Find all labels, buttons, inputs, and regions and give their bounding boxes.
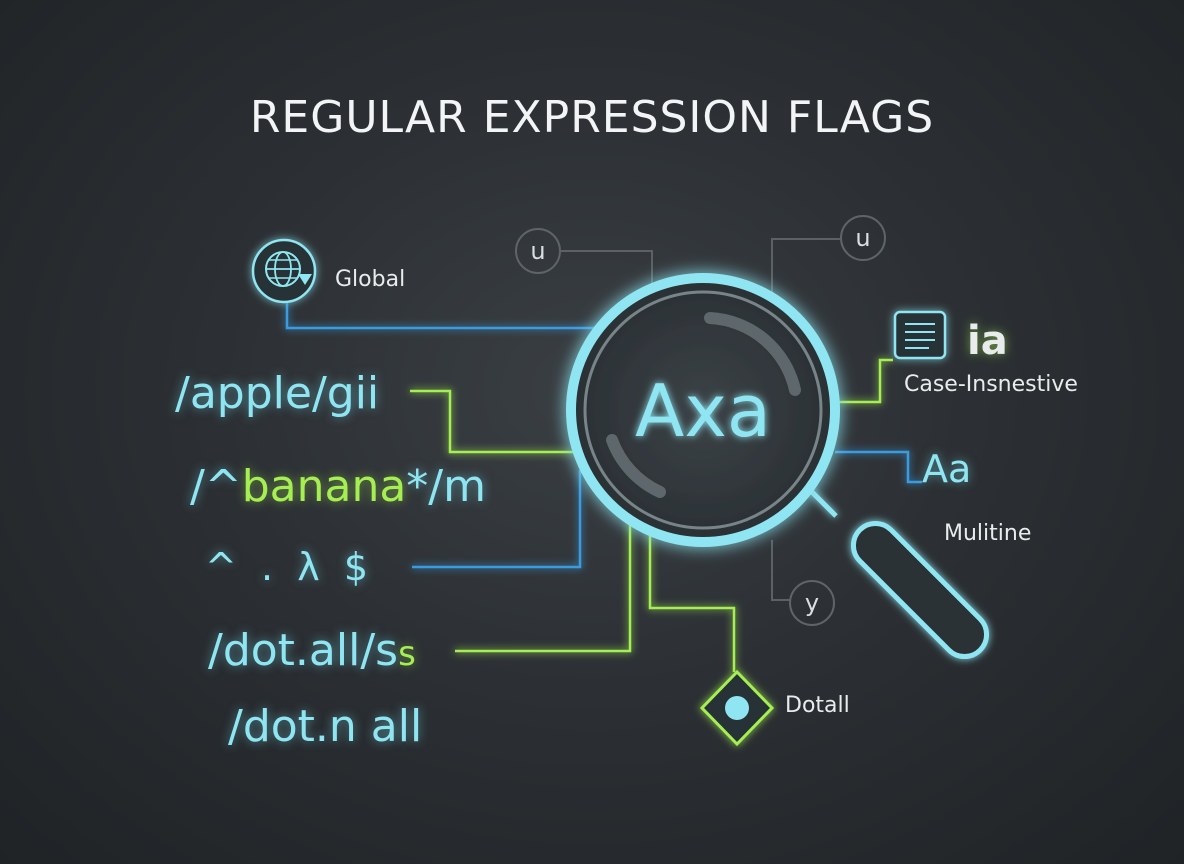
code-line-dotall: /dot.all/ss [208, 625, 416, 676]
y-badge [789, 580, 835, 626]
label-multiline: Mulitine [944, 521, 1032, 546]
page-title: REGULAR EXPRESSION FLAGS [249, 92, 935, 143]
green-connectors [410, 358, 893, 672]
code-line-banana-suffix: */m [406, 461, 486, 512]
u-badge-left-label: u [530, 237, 545, 265]
label-multiline-flag: Aa [922, 447, 972, 491]
dot-diamond-icon [699, 669, 775, 747]
connector-y [771, 540, 790, 601]
code-line-dotall-green: s [398, 634, 416, 674]
y-badge-label: y [805, 589, 819, 617]
connector-anchors [412, 470, 582, 569]
label-global: Global [335, 267, 406, 292]
code-line-banana-prefix: /^ [190, 461, 242, 512]
connector-dotall-line [455, 505, 632, 653]
connector-apple [410, 389, 590, 454]
globe-icon [251, 238, 317, 304]
connector-u-left [561, 250, 653, 290]
code-line-dotall-main: /dot.all/s [208, 625, 399, 676]
connector-dotall-node [648, 520, 736, 672]
document-icon [893, 310, 947, 360]
connector-case [825, 358, 893, 404]
connector-u-right [771, 238, 840, 292]
code-line-banana-green: banana [241, 461, 407, 512]
u-badge-right [840, 215, 886, 261]
magnifier-text: Axa [635, 369, 771, 453]
blue-connectors [285, 300, 922, 569]
code-line-apple: /apple/gii [175, 368, 380, 419]
code-line-dotn-all: /dot.n all [228, 701, 423, 752]
label-case-flag: ia [967, 318, 1008, 364]
label-case-insensitive: Case-Insnestive [904, 372, 1078, 397]
grey-connectors [561, 238, 840, 601]
u-badge-left [515, 228, 561, 274]
magnifier-icon [566, 273, 990, 660]
connector-global [285, 300, 612, 330]
code-line-anchors: ^ . λ $ [205, 545, 369, 589]
code-line-banana: /^banana*/m [190, 461, 486, 512]
connector-multiline [835, 450, 922, 484]
u-badge-right-label: u [855, 224, 870, 252]
label-dotall: Dotall [785, 693, 850, 718]
